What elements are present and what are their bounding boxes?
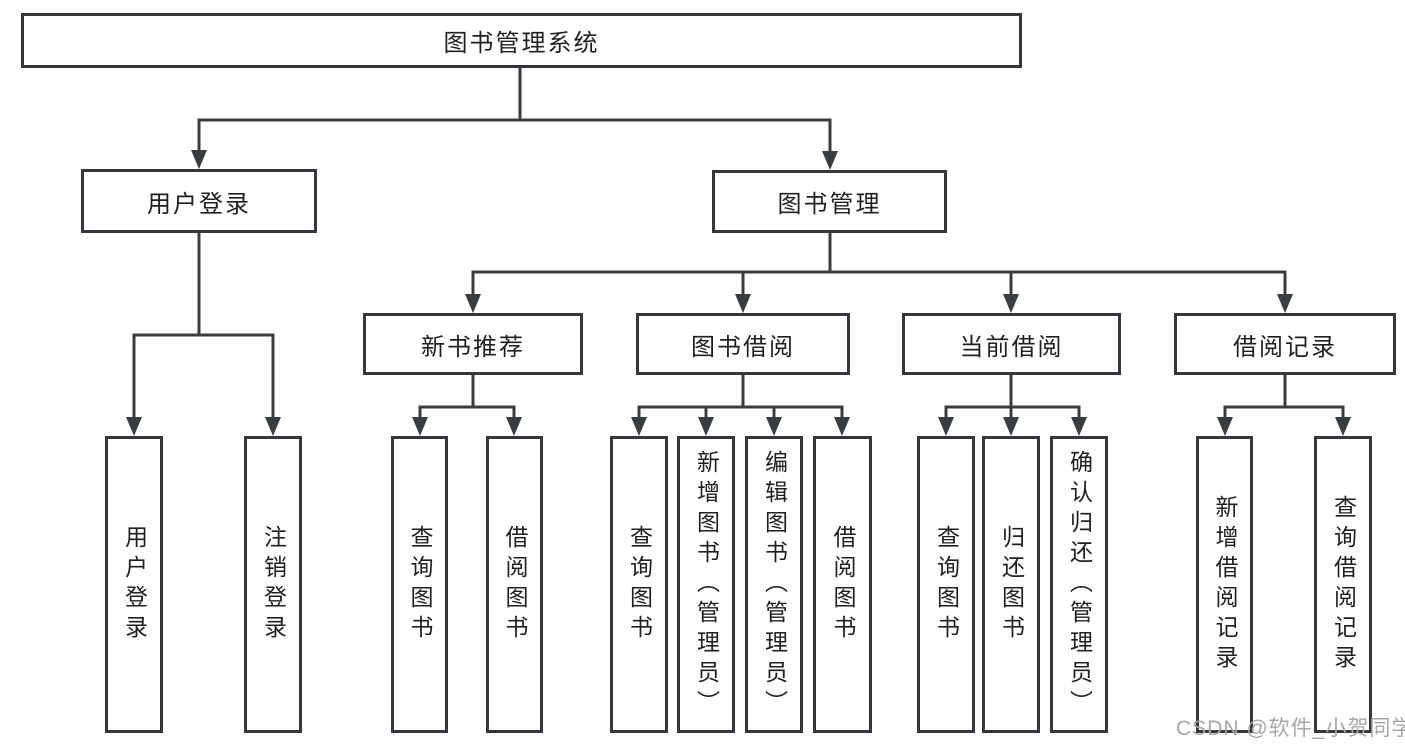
leaf-edit-book-admin: 编辑图书（管理员） (745, 436, 803, 733)
leaf-query-book-3: 查询图书 (917, 436, 975, 733)
node-book-management: 图书管理 (712, 170, 947, 233)
leaf-user-login: 用户登录 (105, 436, 163, 733)
leaf-query-borrow-record: 查询借阅记录 (1314, 436, 1372, 733)
node-new-book-recommend: 新书推荐 (363, 313, 583, 375)
leaf-query-book-2: 查询图书 (610, 436, 668, 733)
leaf-add-book-admin: 新增图书（管理员） (677, 436, 735, 733)
node-user-login: 用户登录 (81, 169, 317, 233)
node-current-borrow: 当前借阅 (902, 313, 1121, 375)
csdn-watermark: CSDN @软件_小贺同学 (1176, 717, 1405, 740)
node-borrow-records: 借阅记录 (1174, 313, 1396, 375)
leaf-borrow-book-1: 借阅图书 (486, 436, 543, 733)
leaf-logout: 注销登录 (244, 436, 302, 733)
leaf-return-book: 归还图书 (982, 436, 1040, 733)
node-root-system: 图书管理系统 (21, 13, 1022, 68)
leaf-query-book-1: 查询图书 (391, 436, 448, 733)
leaf-borrow-book-2: 借阅图书 (813, 436, 872, 733)
leaf-confirm-return-admin: 确认归还（管理员） (1050, 436, 1108, 733)
leaf-add-borrow-record: 新增借阅记录 (1196, 436, 1253, 733)
node-book-borrow: 图书借阅 (636, 313, 850, 375)
